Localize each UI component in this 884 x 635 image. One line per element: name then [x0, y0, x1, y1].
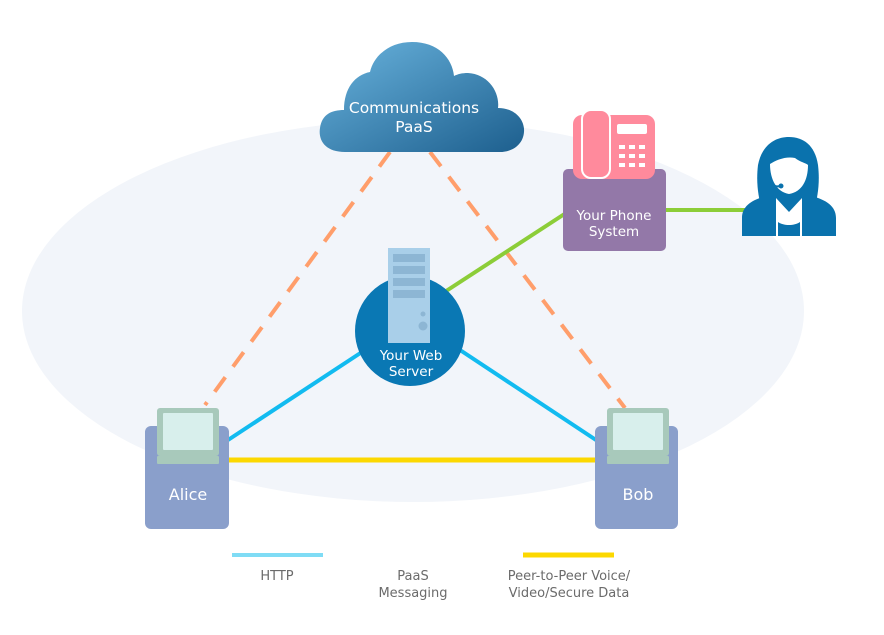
legend-label-p2p-line-2: Video/Secure Data [509, 586, 630, 601]
phone-link-server-phone [438, 211, 568, 297]
legend-item-p2p: Peer-to-Peer Voice/ Video/Secure Data [508, 552, 631, 601]
phone-system-node[interactable]: Your Phone System [563, 109, 666, 251]
alice-node[interactable]: Alice [145, 408, 229, 529]
phone-system-box [563, 169, 666, 251]
bob-node[interactable]: Bob [595, 408, 678, 529]
web-server-node[interactable]: Your Web Server [355, 248, 465, 386]
alice-label: Alice [169, 485, 207, 504]
paas-line-cloud-alice [203, 150, 392, 407]
agent-node[interactable] [742, 137, 836, 236]
cloud-label-line-2: PaaS [395, 118, 433, 136]
call-center-agent-icon [742, 137, 836, 236]
legend-item-http: HTTP [232, 553, 323, 584]
legend-item-paas-messaging: PaaS Messaging [368, 553, 459, 601]
connections [203, 150, 745, 463]
legend-label-http: HTTP [260, 569, 293, 584]
computer-terminal-icon [607, 408, 669, 464]
http-line-server-alice [226, 348, 367, 442]
web-server-label-line-1: Your Web [379, 348, 443, 364]
cloud-icon [319, 42, 525, 152]
paas-line-cloud-bob [428, 150, 627, 410]
web-server-label-line-2: Server [389, 364, 434, 380]
server-tower-icon [388, 248, 430, 343]
cloud-label-line-1: Communications [349, 99, 479, 117]
legend-label-p2p-line-1: Peer-to-Peer Voice/ [508, 569, 631, 584]
phone-system-label-line-1: Your Phone [576, 208, 652, 224]
computer-terminal-icon [157, 408, 219, 464]
legend: HTTP PaaS Messaging Peer-to-Peer Voice/ … [232, 552, 631, 601]
phone-system-label-line-2: System [589, 224, 639, 240]
http-line-server-bob [458, 348, 598, 442]
cloud-node[interactable]: Communications PaaS [319, 42, 525, 152]
legend-label-paas-line-2: Messaging [378, 586, 447, 601]
desk-phone-icon [573, 109, 655, 179]
bob-label: Bob [623, 485, 654, 504]
legend-label-paas-line-1: PaaS [397, 569, 428, 584]
